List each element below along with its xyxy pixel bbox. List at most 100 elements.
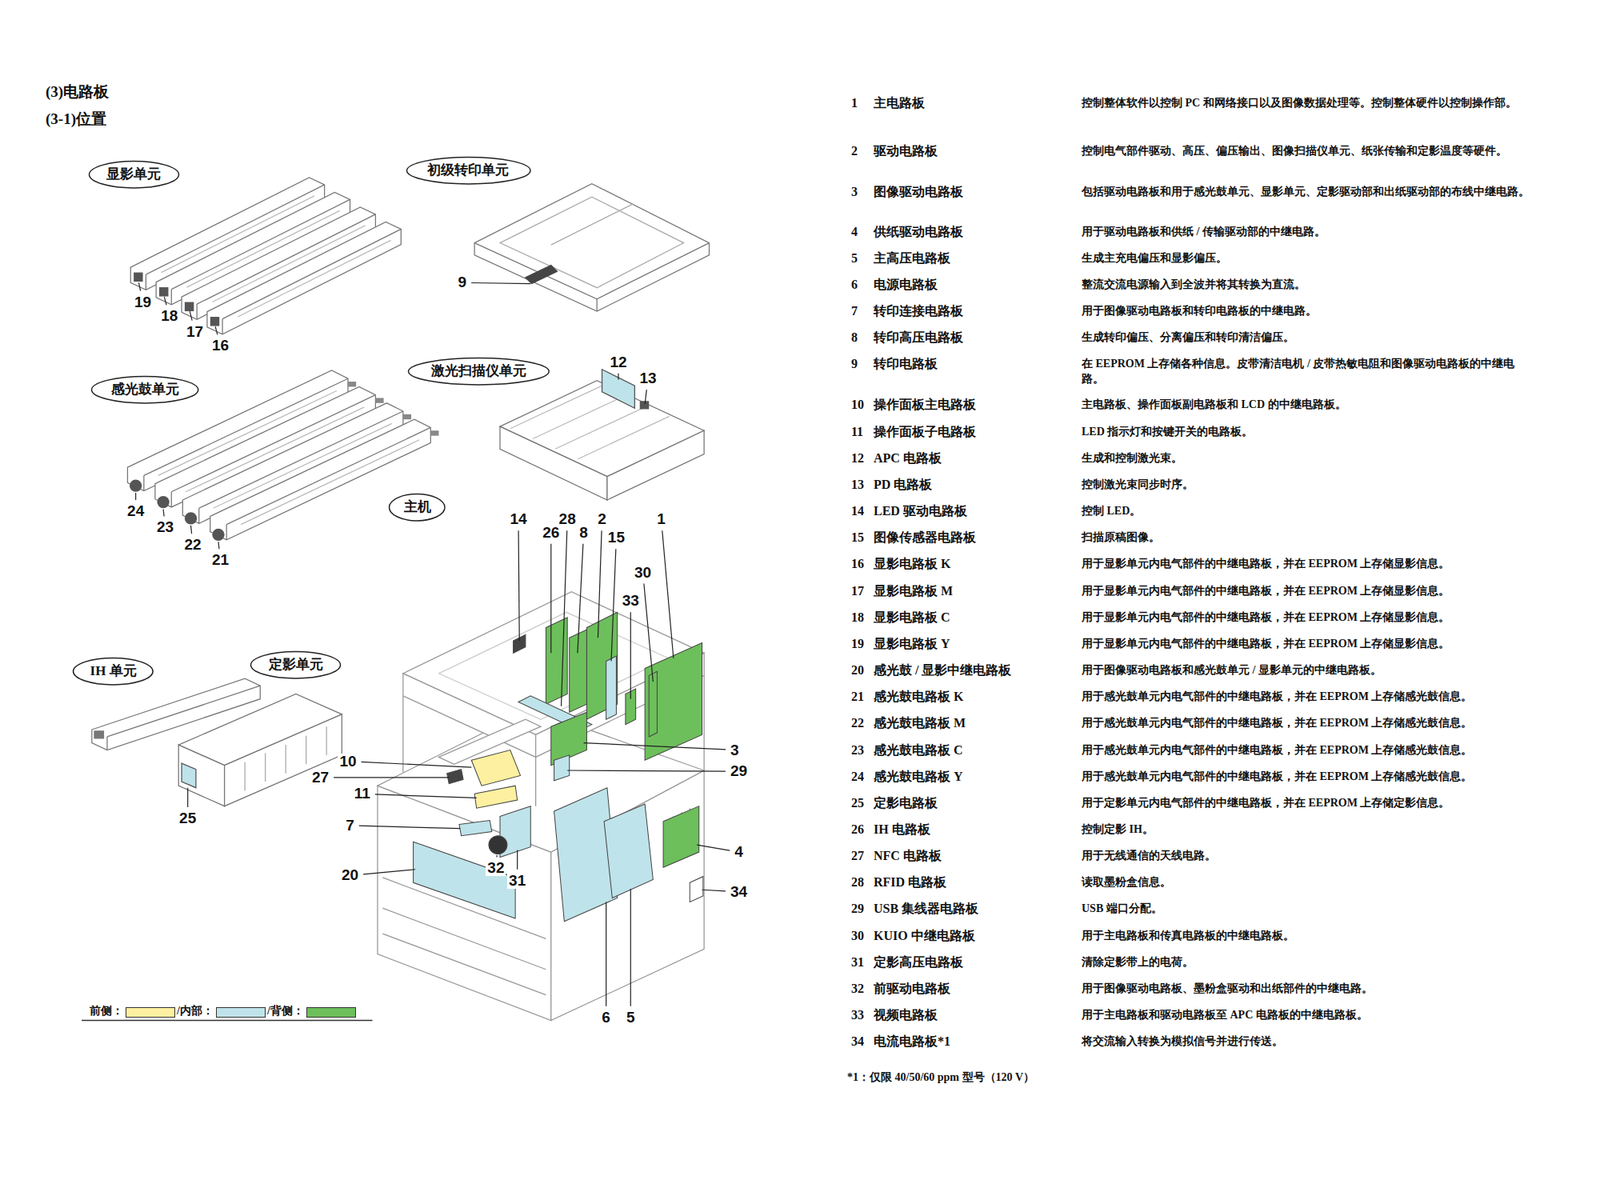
leader-line: [662, 530, 674, 659]
illustration-part: [181, 763, 196, 788]
unit-name: 定影单元: [268, 656, 324, 673]
board-name: 转印高压电路板: [873, 329, 964, 347]
board-description: 控制整体软件以控制 PC 和网络接口以及图像数据处理等。控制整体硬件以控制操作部…: [1081, 96, 1530, 112]
callout-number: 18: [159, 308, 180, 324]
board-name: USB 集线器电路板: [873, 900, 979, 918]
callout-number: 15: [606, 529, 627, 546]
board-description: 控制定影 IH。: [1081, 822, 1530, 838]
leader-line: [363, 869, 416, 875]
callout-number: 27: [310, 769, 331, 786]
developer-units: [130, 177, 401, 335]
callout-number: 14: [508, 511, 528, 528]
illustration-part: [500, 426, 608, 500]
legend-text: /内部：: [176, 1004, 214, 1019]
callout-number: 25: [177, 810, 198, 827]
callout-number: 5: [624, 1009, 637, 1026]
board-description: 用于显影单元内电气部件的中继电路板，并在 EEPROM 上存储显影信息。: [1081, 556, 1530, 572]
illustration-part: [474, 785, 518, 808]
unit-name: 主机: [404, 499, 432, 516]
illustration-part: [402, 696, 404, 773]
illustration-part: [510, 385, 603, 429]
unit-tag-oval: 定影单元: [249, 650, 342, 680]
leader-line: [630, 888, 632, 1007]
illustration-part: [606, 656, 617, 720]
illustration-part: [555, 406, 648, 450]
leader-line: [359, 825, 460, 829]
board-name: 感光鼓电路板 M: [873, 715, 966, 732]
illustration-part: [525, 265, 558, 284]
illustration-part: [382, 933, 546, 996]
board-name: APC 电路板: [873, 450, 942, 468]
unit-name: 激光扫描仪单元: [431, 363, 527, 380]
board-name: 定影电路板: [873, 795, 938, 812]
illustration-part: [474, 243, 709, 300]
oval-shape: [406, 156, 531, 184]
leader-line: [187, 788, 188, 808]
board-description: 清除定影带上的电荷。: [1081, 955, 1530, 971]
table-number: 17: [851, 583, 864, 600]
unit-name: 显影单元: [106, 166, 161, 183]
page-title: (3)电路板: [45, 81, 109, 103]
callout-number: 34: [728, 884, 749, 900]
illustration-part: [459, 820, 492, 836]
callout-number: 16: [210, 337, 231, 354]
callout-number: 4: [732, 844, 745, 860]
board-name: 主电路板: [873, 95, 925, 112]
illustration-part: [535, 756, 536, 806]
illustration-part: [640, 400, 649, 409]
illustration-part: [596, 299, 598, 312]
illustration-part: [532, 396, 625, 440]
board-name: 前驱动电路板: [873, 980, 951, 998]
callout-number: 30: [632, 564, 653, 581]
board-description: 用于显影单元内电气部件的中继电路板，并在 EEPROM 上存储显影信息。: [1081, 636, 1530, 652]
board-description: 扫描原稿图像。: [1081, 530, 1530, 546]
callout-number: 23: [155, 519, 176, 536]
board-description: 控制电气部件驱动、高压、偏压输出、图像扫描仪单元、纸张传输和定影温度等硬件。: [1081, 144, 1530, 160]
board-description: 用于感光鼓单元内电气部件的中继电路板，并在 EEPROM 上存储感光鼓信息。: [1081, 716, 1530, 732]
callout-number: 22: [183, 536, 204, 553]
illustration-part: [604, 804, 653, 898]
legend-text: /背侧：: [267, 1004, 304, 1019]
illustration-part: [210, 419, 440, 541]
illustration-part: [689, 876, 704, 903]
leader-line: [611, 548, 616, 661]
illustration-part: [447, 769, 464, 784]
table-number: 23: [851, 742, 864, 760]
leader-line: [584, 743, 726, 750]
table-number: 15: [851, 529, 864, 547]
callout-number: 11: [352, 785, 372, 802]
board-description: 用于图像驱动电路板和转印电路板的中继电路。: [1081, 304, 1530, 320]
callout-number: 26: [540, 524, 561, 541]
oval-shape: [91, 376, 198, 404]
table-number: 1: [851, 95, 858, 112]
callout-number: 19: [132, 294, 153, 311]
leader-line: [597, 530, 602, 638]
illustration-part: [326, 726, 328, 756]
leader-line: [630, 612, 632, 699]
board-description: 控制 LED。: [1081, 504, 1530, 520]
legend-text: 前侧：: [89, 1004, 124, 1019]
callout-number: 21: [210, 552, 231, 568]
board-description: 生成主充电偏压和显影偏压。: [1081, 251, 1530, 267]
board-description: 用于显影单元内电气部件的中继电路板，并在 EEPROM 上存储显影信息。: [1081, 584, 1530, 600]
board-name: 定影高压电路板: [873, 954, 964, 972]
illustration-part: [488, 836, 508, 855]
fixing-unit: [178, 693, 342, 806]
illustration-part: [264, 752, 266, 782]
unit-tag-oval: 初级转印单元: [405, 156, 532, 185]
board-name: 转印电路板: [873, 356, 938, 373]
leader-line: [605, 902, 607, 1007]
leader-line: [550, 544, 552, 654]
leader-line: [215, 326, 218, 335]
leader-line: [164, 296, 167, 305]
board-name: 感光鼓电路板 K: [873, 688, 964, 706]
board-description: 主电路板、操作面板副电路板和 LCD 的中继电路板。: [1081, 397, 1530, 413]
board-name: 主高压电路板: [873, 250, 951, 268]
unit-tag-oval: IH 单元: [72, 656, 155, 686]
illustration-part: [106, 736, 108, 751]
board-description: LED 指示灯和按键开关的电路板。: [1081, 424, 1530, 440]
legend-swatch: [125, 1007, 176, 1018]
illustration-part: [703, 675, 704, 771]
board-description: 用于显影单元内电气部件的中继电路板，并在 EEPROM 上存储显影信息。: [1081, 610, 1530, 626]
